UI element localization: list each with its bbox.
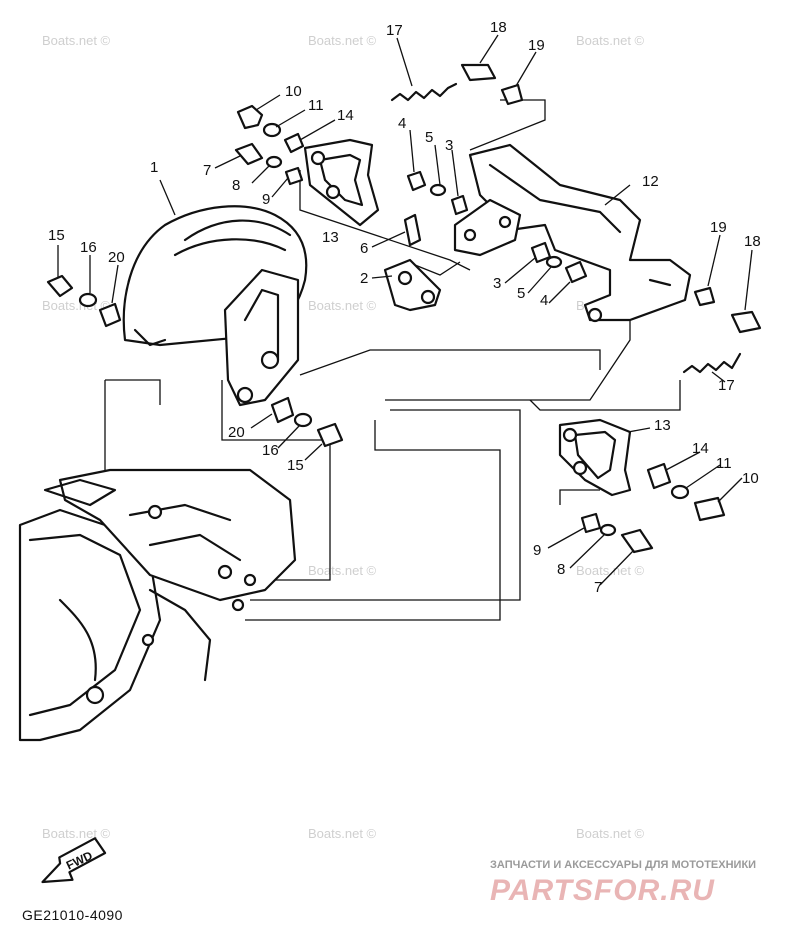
part-13-plate-upper (303, 138, 380, 227)
callout-7: 7 (203, 162, 211, 179)
callout-18: 18 (490, 19, 507, 36)
engine-housing (18, 468, 297, 742)
callout-3: 3 (445, 137, 453, 154)
callout-9: 9 (262, 191, 270, 208)
callout-1: 1 (150, 159, 158, 176)
callout-13: 13 (322, 229, 339, 246)
brand-name: PARTSFOR.RU (490, 874, 715, 907)
callout-11: 11 (716, 455, 732, 472)
callout-19: 19 (710, 219, 727, 236)
callout-17: 17 (718, 377, 735, 394)
callout-13: 13 (654, 417, 671, 434)
callout-16: 16 (80, 239, 97, 256)
watermark: Boats.net © (308, 826, 377, 841)
callout-11: 11 (308, 97, 324, 114)
callout-10: 10 (285, 83, 302, 100)
callout-17: 17 (386, 22, 403, 39)
callout-5: 5 (517, 285, 525, 302)
fwd-arrow-icon: FWD (41, 837, 107, 884)
watermark: Boats.net © (576, 826, 645, 841)
brand-tagline: ЗАПЧАСТИ И АКСЕССУАРЫ ДЛЯ МОТОТЕХНИКИ (490, 859, 756, 871)
callout-20: 20 (108, 249, 125, 266)
part-13-plate-lower (558, 418, 632, 497)
watermark: Boats.net © (42, 826, 111, 841)
hardware-bolts-nuts (46, 63, 762, 554)
diagram-code: GE21010-4090 (22, 907, 123, 923)
callout-19: 19 (528, 37, 545, 54)
watermark: Boats.net © (42, 33, 111, 48)
callout-8: 8 (557, 561, 565, 578)
callout-8: 8 (232, 177, 240, 194)
mount-bracket-left (223, 268, 300, 407)
callout-16: 16 (262, 442, 279, 459)
callout-4: 4 (398, 115, 406, 132)
callout-14: 14 (337, 107, 354, 124)
part-12-bracket (453, 143, 692, 323)
brand-watermark: ЗАПЧАСТИ И АКСЕССУАРЫ ДЛЯ МОТОТЕХНИКИ PA… (490, 859, 756, 907)
callout-9: 9 (533, 542, 541, 559)
callout-3: 3 (493, 275, 501, 292)
callout-15: 15 (48, 227, 65, 244)
callout-5: 5 (425, 129, 433, 146)
callout-6: 6 (360, 240, 368, 257)
callout-10: 10 (742, 470, 759, 487)
callout-18: 18 (744, 233, 761, 250)
callout-12: 12 (642, 173, 659, 190)
callout-14: 14 (692, 440, 709, 457)
callout-4: 4 (540, 292, 548, 309)
watermark: Boats.net © (576, 563, 645, 578)
callout-7: 7 (594, 579, 602, 596)
callout-2: 2 (360, 270, 368, 287)
part-2-small-bracket (383, 258, 442, 312)
callout-15: 15 (287, 457, 304, 474)
watermark: Boats.net © (308, 563, 377, 578)
watermark: Boats.net © (576, 33, 645, 48)
watermark: Boats.net © (308, 298, 377, 313)
watermark: Boats.net © (308, 33, 377, 48)
callout-leaders (57, 34, 753, 586)
callout-labels: 1 2 3 3 4 4 5 5 6 7 7 8 8 9 9 10 10 11 1… (48, 19, 761, 596)
callout-20: 20 (228, 424, 245, 441)
